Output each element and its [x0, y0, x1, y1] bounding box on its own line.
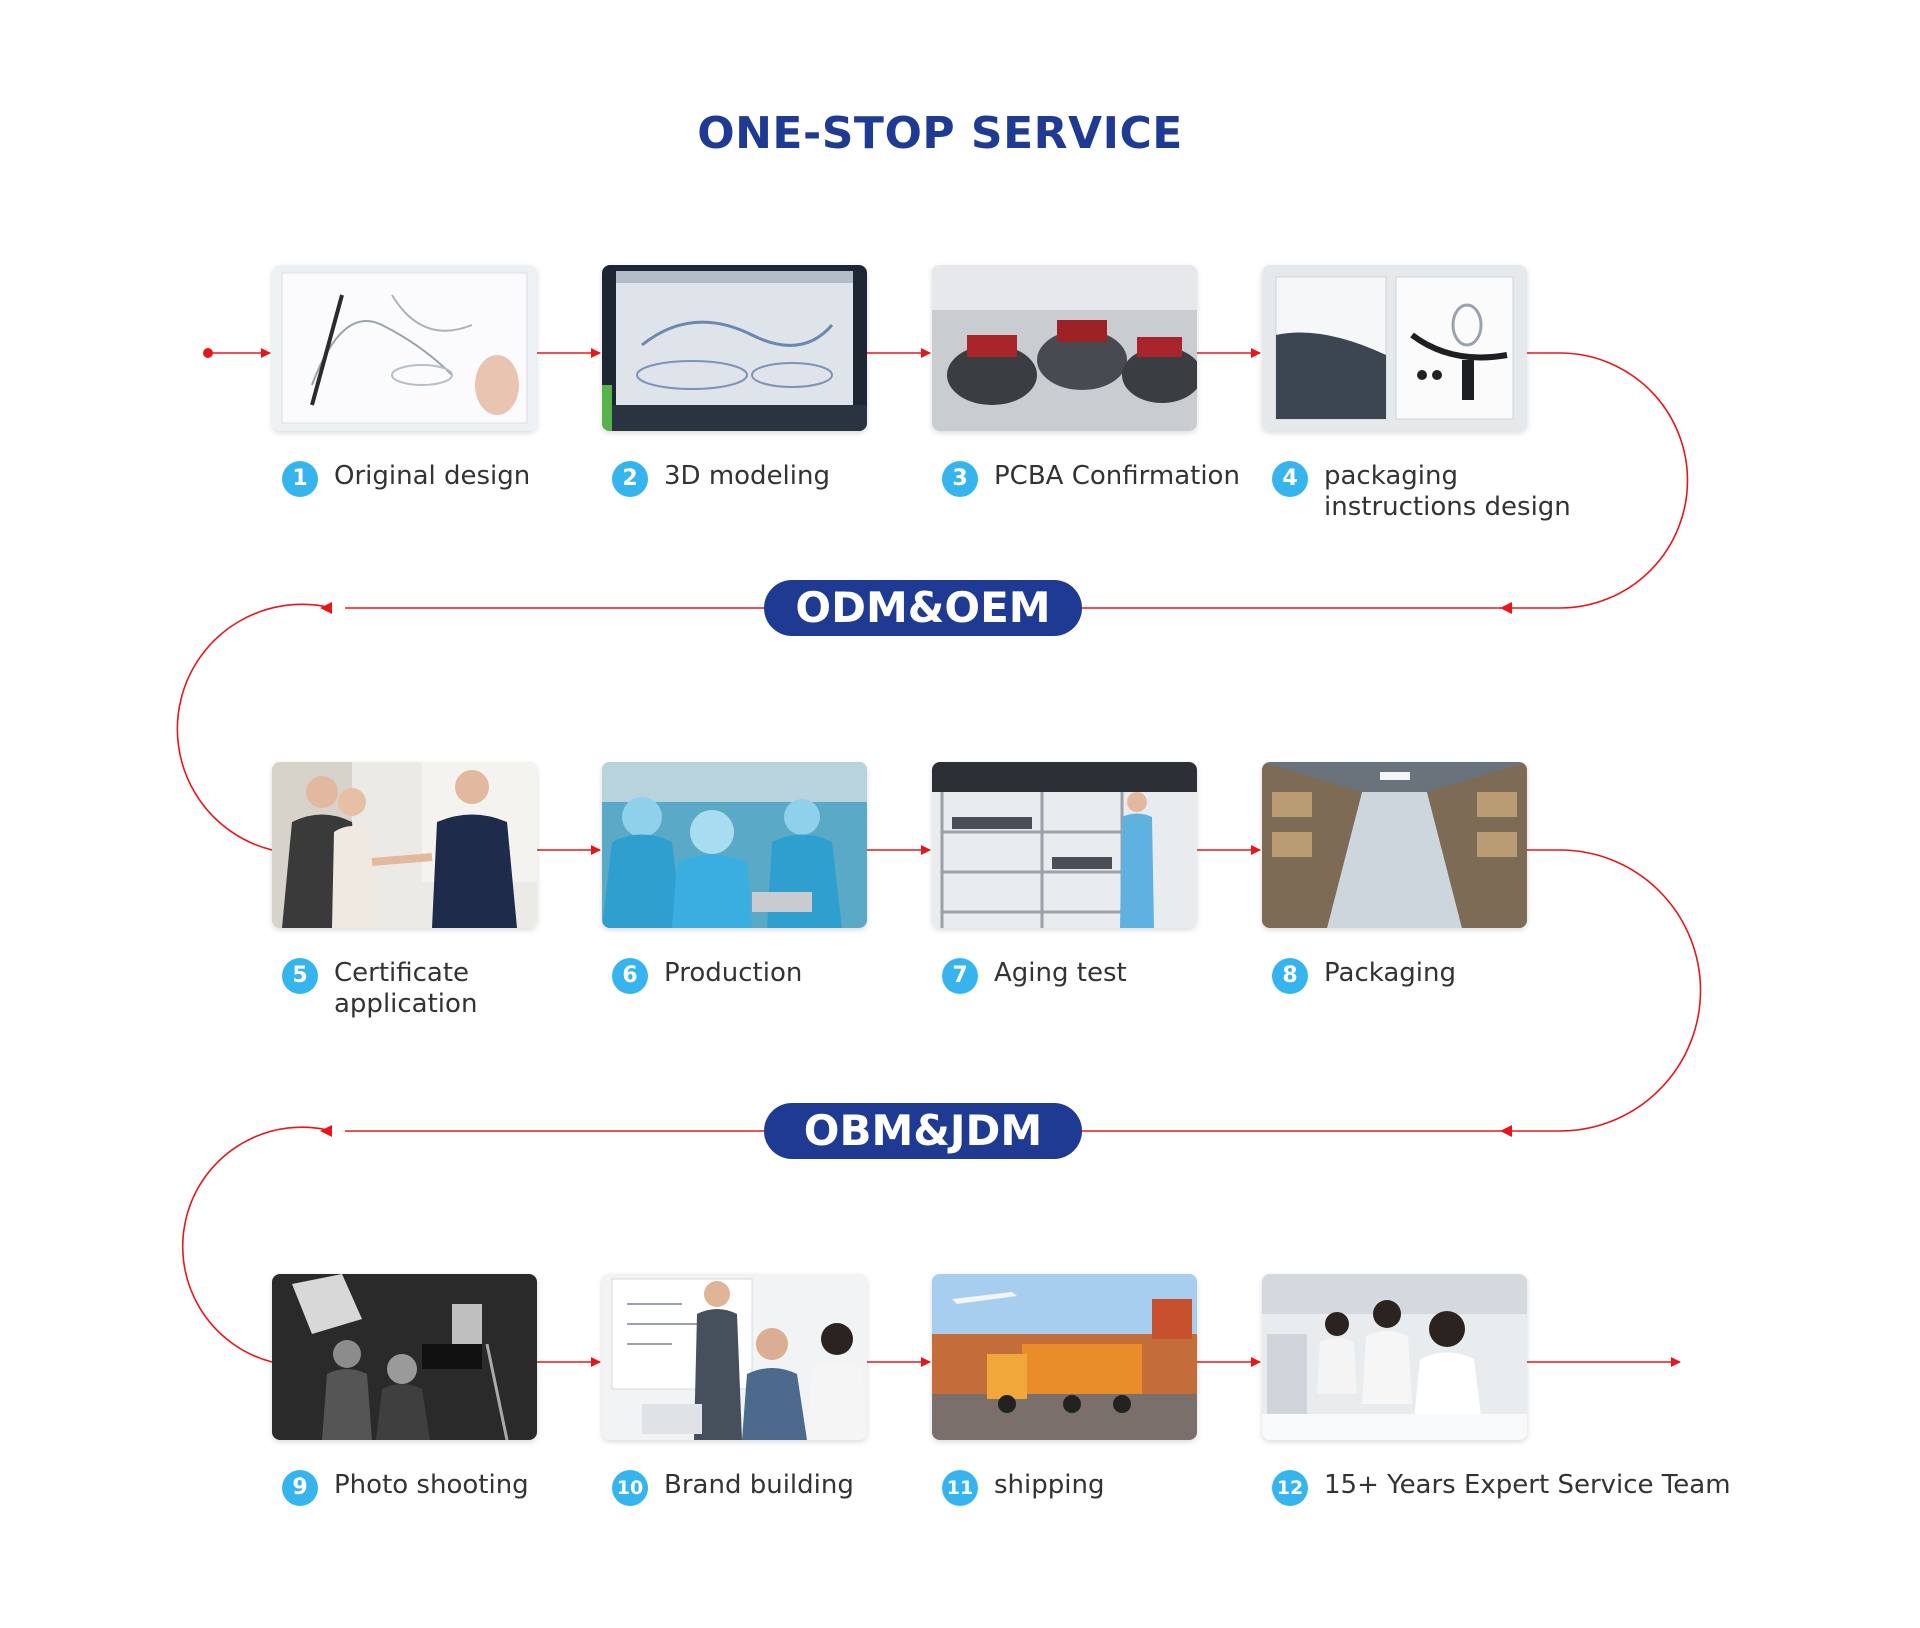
logistics-truck-photo	[932, 1274, 1197, 1440]
cad-monitor-photo	[602, 265, 867, 431]
step-label-line: Certificate	[334, 958, 470, 988]
step-label-line: application	[334, 989, 478, 1019]
step-label-line: Brand building	[664, 1470, 854, 1500]
step-3: 3 PCBA Confirmation	[942, 461, 1240, 497]
step-label-line: Photo shooting	[334, 1470, 529, 1500]
step-label-line: PCBA Confirmation	[994, 461, 1240, 491]
step-label: Aging test	[994, 958, 1127, 989]
step-8: 8 Packaging	[1272, 958, 1456, 994]
brush-parts-photo	[932, 265, 1197, 431]
step-label: Production	[664, 958, 802, 989]
step-11: 11 shipping	[942, 1470, 1104, 1506]
step-number-badge: 12	[1272, 1470, 1308, 1506]
step-6: 6 Production	[612, 958, 802, 994]
test-rack-photo	[932, 762, 1197, 928]
step-label: Photo shooting	[334, 1470, 529, 1501]
step-label-line: packaging	[1324, 461, 1458, 491]
step-number-badge: 5	[282, 958, 318, 994]
left-loop	[181, 1126, 333, 1363]
step-number-badge: 11	[942, 1470, 978, 1506]
step-label-line: 3D modeling	[664, 461, 830, 491]
right-loop	[1527, 352, 1689, 609]
step-12: 12 15+ Years Expert Service Team	[1272, 1470, 1731, 1506]
photo-studio-photo	[272, 1274, 537, 1440]
step-9: 9 Photo shooting	[282, 1470, 529, 1506]
step-label: shipping	[994, 1470, 1104, 1501]
right-loop	[1527, 849, 1702, 1132]
assembly-line-photo	[602, 762, 867, 928]
step-label: Brand building	[664, 1470, 854, 1501]
step-label-line: shipping	[994, 1470, 1105, 1500]
call-center-photo	[1262, 1274, 1527, 1440]
step-label-line: 15+ Years Expert Service Team	[1324, 1470, 1731, 1500]
step-7: 7 Aging test	[942, 958, 1127, 994]
step-label-line: Packaging	[1324, 958, 1456, 988]
step-10: 10 Brand building	[612, 1470, 854, 1506]
business-handshake-photo	[272, 762, 537, 928]
step-label: 15+ Years Expert Service Team	[1324, 1470, 1731, 1501]
step-label-line: Production	[664, 958, 803, 988]
stage-pill-odm-oem: ODM&OEM	[764, 580, 1082, 636]
step-number-badge: 8	[1272, 958, 1308, 994]
step-label-line: Original design	[334, 461, 531, 491]
step-label-line: instructions design	[1324, 492, 1571, 522]
step-2: 2 3D modeling	[612, 461, 830, 497]
step-label: Packaging	[1324, 958, 1456, 989]
warehouse-photo	[1262, 762, 1527, 928]
step-1: 1 Original design	[282, 461, 530, 497]
stage-pill-obm-jdm: OBM&JDM	[764, 1103, 1082, 1159]
step-number-badge: 1	[282, 461, 318, 497]
step-label-line: Aging test	[994, 958, 1127, 988]
flow-start-dot	[203, 348, 213, 358]
whiteboard-meeting-photo	[602, 1274, 867, 1440]
return-arrow-left	[320, 602, 332, 614]
step-number-badge: 7	[942, 958, 978, 994]
step-number-badge: 9	[282, 1470, 318, 1506]
step-label: 3D modeling	[664, 461, 830, 492]
return-arrow-right	[1500, 602, 1512, 614]
step-label: Original design	[334, 461, 530, 492]
step-number-badge: 6	[612, 958, 648, 994]
return-arrow-left	[320, 1125, 332, 1137]
package-layout-photo	[1262, 265, 1527, 431]
left-loop	[176, 603, 333, 851]
step-label: PCBA Confirmation	[994, 461, 1240, 492]
step-number-badge: 10	[612, 1470, 648, 1506]
design-sketch-photo	[272, 265, 537, 431]
step-number-badge: 2	[612, 461, 648, 497]
step-number-badge: 4	[1272, 461, 1308, 497]
return-arrow-right	[1500, 1125, 1512, 1137]
page-title: ONE-STOP SERVICE	[697, 108, 1183, 159]
step-number-badge: 3	[942, 461, 978, 497]
